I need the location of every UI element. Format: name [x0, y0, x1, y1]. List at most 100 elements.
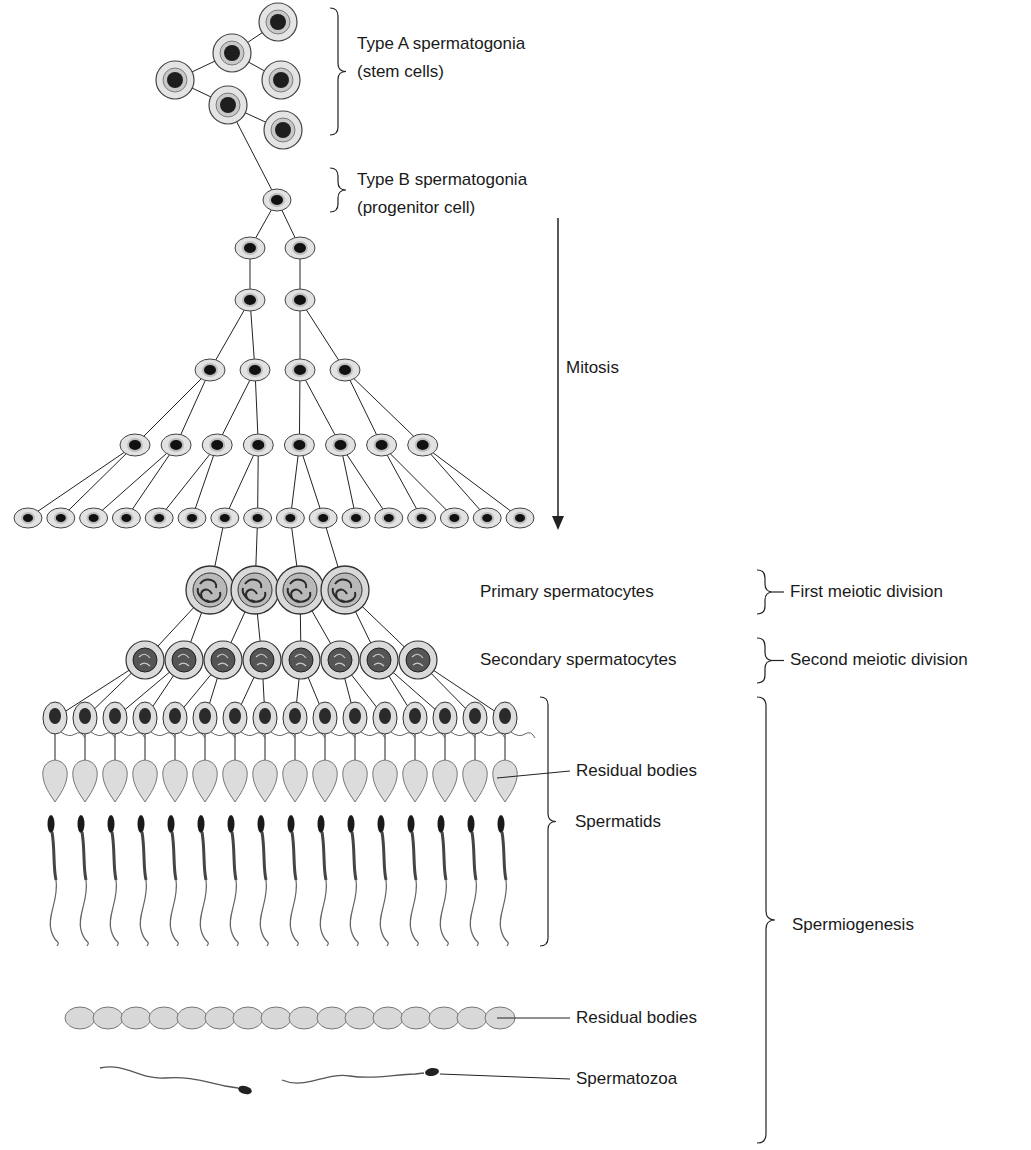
cell-nucleus: [139, 708, 151, 724]
spermatogonium-cell: [276, 508, 304, 528]
cell-nucleus: [384, 514, 394, 522]
round-spermatid: [163, 702, 187, 734]
cell-nucleus-rim: [152, 512, 166, 524]
round-spermatid: [433, 702, 457, 734]
sperm-head: [138, 815, 145, 833]
lineage-line: [235, 734, 236, 762]
cell-nucleus: [319, 708, 331, 724]
cell-nucleus: [318, 514, 328, 522]
spermatogonium-cell: [235, 289, 265, 311]
lineage-line: [415, 734, 416, 762]
round-spermatid: [313, 702, 337, 734]
secondary-spermatocyte: [282, 641, 320, 679]
spermatogonium-cell: [235, 237, 265, 259]
cell-nucleus: [133, 648, 157, 672]
spermatogonium-cell: [285, 289, 315, 311]
round-spermatid: [43, 702, 67, 734]
cell-nucleus-rim: [218, 512, 232, 524]
lineage-line: [445, 734, 446, 762]
chromatin-strand: [178, 654, 189, 666]
lineage-line: [225, 445, 258, 518]
cell-nucleus-rim: [242, 293, 258, 307]
chromatin-strand: [334, 654, 345, 666]
residual-body: [103, 760, 127, 802]
lineage-line: [300, 300, 345, 370]
chromatin-strand: [200, 580, 216, 588]
sperm-midpiece: [322, 832, 326, 880]
cell-layer: [14, 3, 535, 1096]
cell-nucleus-rim: [480, 512, 494, 524]
chromatin-strand: [295, 654, 306, 666]
spermatogonium-cell: [342, 508, 370, 528]
cell-nucleus: [294, 365, 306, 375]
round-spermatid: [403, 702, 427, 734]
sperm-midpiece: [52, 832, 56, 880]
lineage-line: [115, 734, 116, 762]
spermatogonium-cell: [285, 237, 315, 259]
curly-brace: [757, 570, 773, 614]
cell-nucleus: [417, 514, 427, 522]
cell-nucleus-rim: [168, 438, 184, 452]
stem-cell: [264, 111, 302, 149]
secondary-spermatocyte: [204, 641, 242, 679]
cell-nucleus-rim: [209, 438, 225, 452]
sperm-midpiece: [382, 832, 386, 880]
stem-cell: [262, 61, 300, 99]
cell-nucleus-rim: [266, 10, 290, 34]
sperm-tail: [500, 880, 508, 946]
cell-nucleus: [172, 648, 196, 672]
sperm-tail: [230, 880, 238, 946]
secondary-spermatocyte: [243, 641, 281, 679]
leader-line: [440, 1074, 570, 1079]
curly-brace: [757, 638, 773, 683]
cell-nucleus: [109, 708, 121, 724]
sperm-head: [408, 815, 415, 833]
sperm-tail: [80, 880, 88, 946]
cell-nucleus: [499, 708, 511, 724]
residual-body: [345, 1007, 375, 1029]
round-spermatid: [103, 702, 127, 734]
stem-cell: [213, 34, 251, 72]
cell-nucleus: [328, 573, 362, 607]
lineage-line: [300, 370, 341, 445]
sperm-head: [48, 815, 55, 833]
residual-body: [43, 760, 67, 802]
cell-nucleus: [211, 440, 223, 450]
lineage-line: [85, 734, 86, 762]
residual-body: [289, 1007, 319, 1029]
residual-body: [313, 760, 337, 802]
cell-nucleus-rim: [269, 193, 285, 207]
chromatin-strand: [335, 580, 351, 588]
spermatogonium-cell: [14, 508, 42, 528]
residual-body: [283, 760, 307, 802]
residual-body: [121, 1007, 151, 1029]
residual-body: [317, 1007, 347, 1029]
curly-brace: [330, 168, 346, 212]
sperm-midpiece: [82, 832, 86, 880]
round-spermatid: [463, 702, 487, 734]
residual-body: [373, 760, 397, 802]
brace-tick: [773, 591, 784, 592]
cell-nucleus: [253, 514, 263, 522]
residual-body: [433, 760, 457, 802]
cell-nucleus-rim: [447, 512, 461, 524]
chromatin-strand: [245, 580, 261, 588]
spermatogonium-cell: [240, 359, 270, 381]
residual-body: [205, 1007, 235, 1029]
cell-nucleus-rim: [269, 68, 293, 92]
residual-body: [463, 760, 487, 802]
text-label: Secondary spermatocytes: [480, 648, 677, 672]
sperm-tail: [350, 880, 358, 946]
round-spermatid: [223, 702, 247, 734]
brace-tick: [773, 660, 784, 661]
lineage-line: [61, 445, 135, 518]
sperm-tail: [170, 880, 178, 946]
spermatogonium-cell: [244, 508, 272, 528]
cell-nucleus: [270, 14, 286, 30]
cell-nucleus: [409, 708, 421, 724]
chromatin-strand: [139, 654, 150, 666]
sperm-tail: [380, 880, 388, 946]
text-label: Primary spermatocytes: [480, 580, 654, 604]
round-spermatid: [343, 702, 367, 734]
sperm-midpiece: [262, 832, 266, 880]
